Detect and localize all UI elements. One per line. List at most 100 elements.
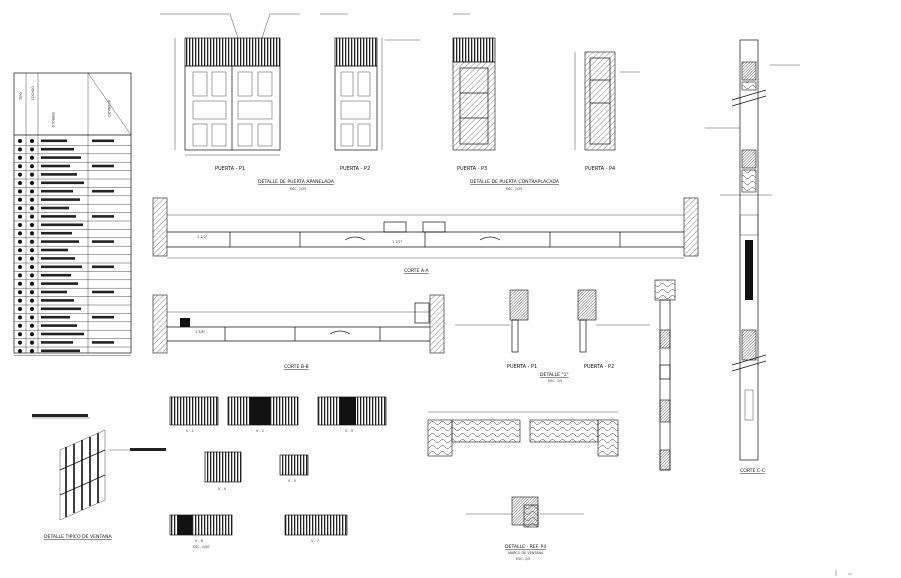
legend-code-dot <box>30 189 34 194</box>
legend-type-dot <box>18 231 22 236</box>
legend-code-dot <box>30 197 34 202</box>
legend-code-dot <box>30 164 34 169</box>
legend-text-block <box>41 265 82 269</box>
legend-code-dot <box>30 147 34 152</box>
legend-text-block <box>41 324 77 327</box>
legend-type-dot <box>18 214 22 219</box>
legend-type-dot <box>18 281 22 286</box>
reja-title: DETALLE TIPICO DE VENTANA <box>44 534 112 540</box>
door-elevation-p2: PUERTA - P2 <box>320 13 420 172</box>
legend-header-simbolo: SIMBOLO <box>51 112 55 128</box>
legend-type-dot <box>18 340 22 345</box>
legend-type-dot <box>18 239 22 244</box>
legend-header-tipo: TIPO <box>19 92 23 101</box>
windows-group: V - 1 V - 2 V - 3 V - 4 V - 5 V - 6 ESC.… <box>169 396 387 549</box>
legend-finish-block <box>92 164 114 168</box>
corner-mark <box>835 570 852 576</box>
legend-text-block <box>41 215 76 218</box>
legend-type-dot <box>18 181 22 185</box>
legend-type-dot <box>18 223 22 227</box>
legend-type-dot <box>18 248 22 253</box>
legend-finish-block <box>92 215 114 218</box>
door-elevation-p4: PUERTA - P4 <box>574 51 640 172</box>
detail-contraplacada-scale: ESC. 1/25 <box>506 187 522 191</box>
legend-table: TIPO CODIGO SIMBOLO ACABADO <box>13 72 132 356</box>
detalle-ref-sub: MARCO DE VENTANA <box>508 551 544 555</box>
legend-code-dot <box>30 307 34 311</box>
legend-code-dot <box>30 239 34 244</box>
legend-text-block <box>41 198 80 201</box>
legend-type-dot <box>18 189 22 194</box>
corte-c-label: CORTE C-C <box>740 468 765 474</box>
detail-contraplacada-title: DETALLE DE PUERTA CONTRAPLACADA <box>470 179 560 185</box>
legend-text-block <box>41 223 83 227</box>
legend-text-block <box>41 248 68 252</box>
window-v4-label: V - 4 <box>218 487 226 491</box>
legend-code-dot <box>30 315 34 320</box>
legend-finish-block <box>92 341 114 344</box>
legend-code-dot <box>30 231 34 236</box>
p2-label: PUERTA - P2 <box>340 166 370 172</box>
legend-text-block <box>41 231 72 235</box>
legend-type-dot <box>18 164 22 169</box>
detalle-1-p1: PUERTA - P1 <box>507 364 537 370</box>
legend-code-dot <box>30 181 34 185</box>
legend-text-block <box>41 189 73 193</box>
legend-code-dot <box>30 206 34 211</box>
corte-a-label: CORTE A-A <box>404 268 429 274</box>
legend-type-dot <box>18 155 22 160</box>
legend-finish-block <box>92 189 114 193</box>
legend-code-dot <box>30 332 34 337</box>
corte-a-section: 1 1/2" 1 1/2" CORTE A-A <box>152 197 699 274</box>
legend-text-block <box>41 273 71 277</box>
detalle-ref-p4: DETALLE - REF. P4 MARCO DE VENTANA ESC. … <box>466 496 584 561</box>
legend-text-block <box>41 206 69 210</box>
legend-code-dot <box>30 223 34 227</box>
legend-type-dot <box>18 273 22 278</box>
detalle-1-title: DETALLE "1" <box>540 372 569 378</box>
legend-text-block <box>41 341 73 344</box>
legend-type-dot <box>18 206 22 211</box>
legend-type-dot <box>18 332 22 337</box>
legend-text-block <box>41 139 67 143</box>
legend-header-acabado: ACABADO <box>107 100 111 117</box>
legend-type-dot <box>18 265 22 269</box>
legend-text-block <box>41 240 79 243</box>
p1-label: PUERTA - P1 <box>215 166 245 172</box>
legend-text-block <box>41 181 84 185</box>
detalle-1-p2: PUERTA - P2 <box>584 364 614 370</box>
window-scale: ESC. 1/50 <box>193 545 209 549</box>
legend-code-dot <box>30 155 34 160</box>
legend-finish-block <box>92 315 114 319</box>
legend-text-block <box>41 290 67 294</box>
legend-rows <box>14 139 131 356</box>
legend-code-dot <box>30 349 34 353</box>
legend-text-block <box>41 349 80 353</box>
door-elevation-p3: PUERTA - P3 <box>452 13 496 172</box>
legend-code-dot <box>30 256 34 261</box>
detalle-ref-title: DETALLE - REF. P4 <box>505 544 546 550</box>
window-v1-label: V - 1 <box>186 429 194 433</box>
legend-type-dot <box>18 139 22 143</box>
legend-code-dot <box>30 340 34 345</box>
legend-finish-block <box>92 240 114 243</box>
legend-finish-block <box>92 290 114 294</box>
legend-code-dot <box>30 298 34 303</box>
jamb-column <box>654 279 676 471</box>
legend-type-dot <box>18 256 22 261</box>
p4-label: PUERTA - P4 <box>585 166 615 172</box>
legend-text-block <box>41 332 84 336</box>
legend-code-dot <box>30 214 34 219</box>
legend-code-dot <box>30 172 34 177</box>
legend-type-dot <box>18 172 22 177</box>
legend-code-dot <box>30 248 34 253</box>
dim-a-mid: 1 1/2" <box>392 240 403 244</box>
detalle-ref-scale: ESC. 1/5 <box>516 557 530 561</box>
window-v7-label: V - 7 <box>311 539 319 543</box>
legend-code-dot <box>30 139 34 143</box>
legend-code-dot <box>30 273 34 278</box>
window-v2-label: V - 2 <box>256 429 264 433</box>
legend-type-dot <box>18 290 22 295</box>
legend-text-block <box>41 257 75 260</box>
